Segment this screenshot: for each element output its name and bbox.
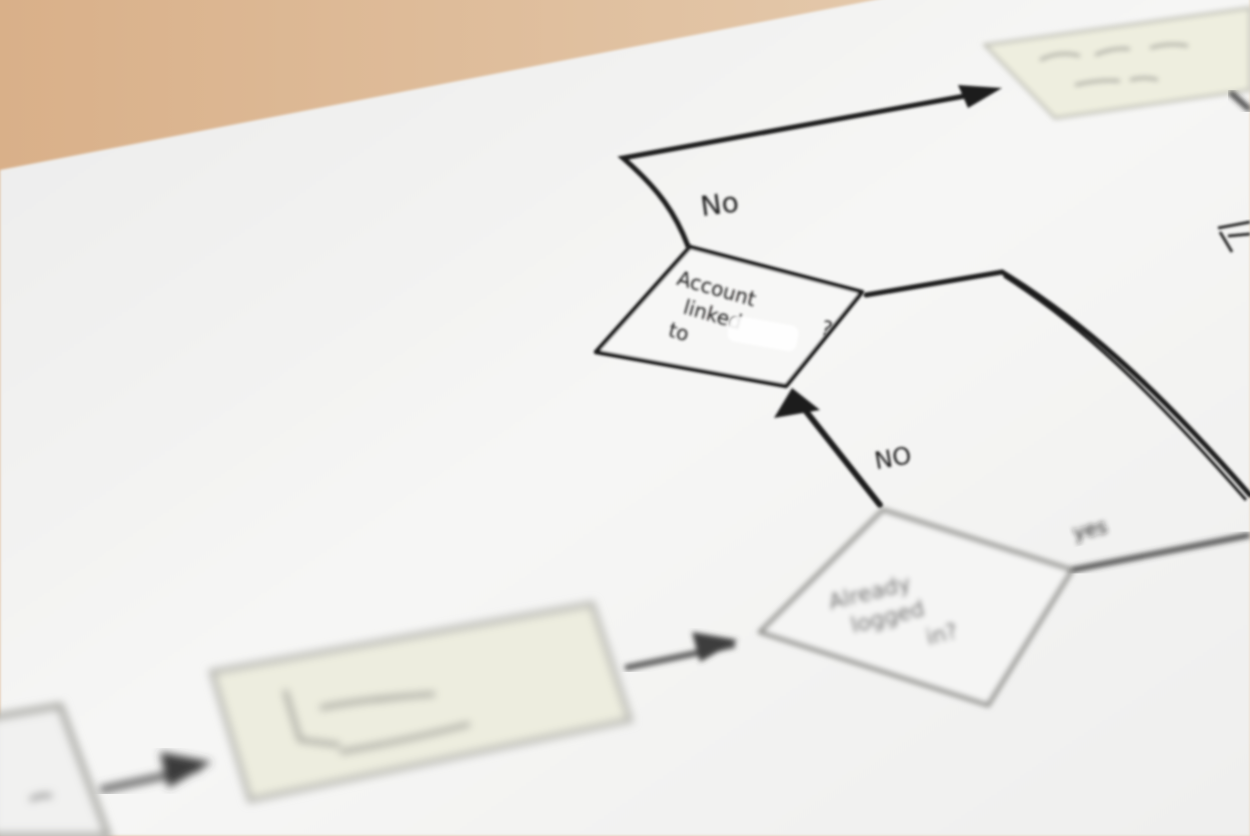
no-branch-arrow-lower xyxy=(774,388,883,508)
no-branch-arrow-upper xyxy=(617,85,1002,249)
yes-branch-lower xyxy=(1071,532,1250,573)
edge-box-right xyxy=(1217,220,1250,253)
arrow-into-sticky-bottom xyxy=(99,752,212,794)
yes-branch-line xyxy=(863,269,1250,501)
decision-account-linked: Account linked to ? xyxy=(593,244,865,389)
arrow-into-decision-bottom xyxy=(624,632,738,671)
decision-already-logged-in: Already logged in? xyxy=(757,507,1075,708)
sticky-connector-line xyxy=(1228,90,1250,112)
whiteout-redaction xyxy=(727,315,799,352)
sticky-note-bottom-left xyxy=(208,600,634,804)
label-no-lower: NO xyxy=(872,441,913,475)
sticky-note-top-right xyxy=(981,6,1250,120)
label-no-upper: No xyxy=(698,185,740,223)
box-far-left xyxy=(0,702,112,836)
